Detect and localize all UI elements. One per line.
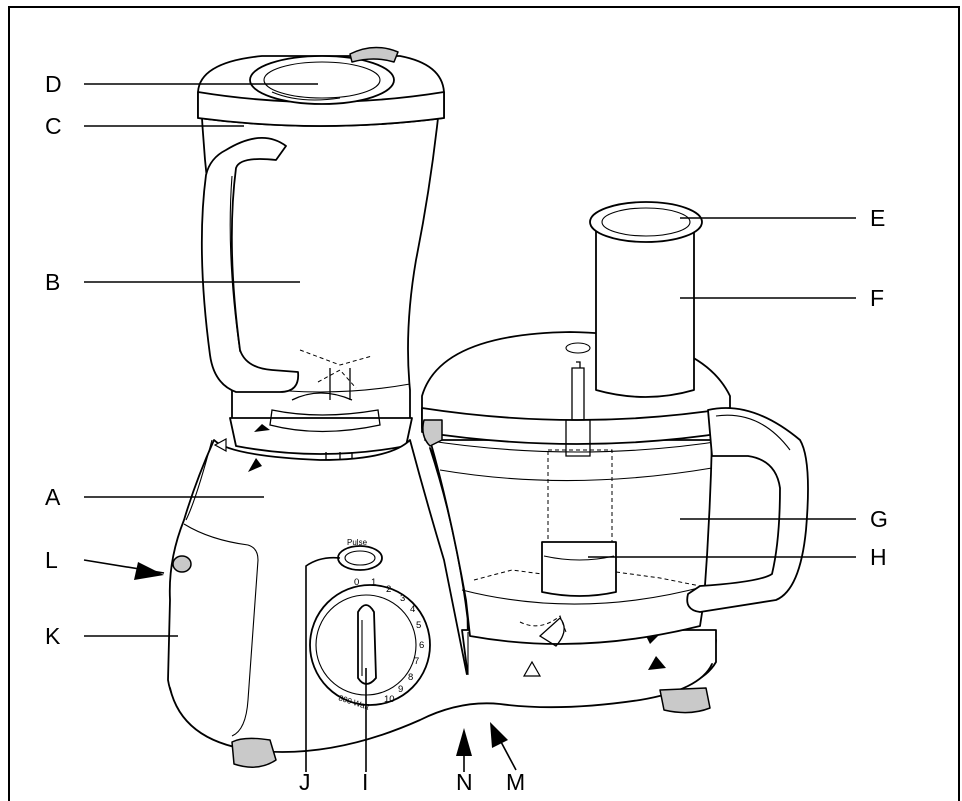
label-f: F (870, 285, 884, 311)
speed-dial: 0 1 2 3 4 5 6 7 8 9 10 800 Watt (309, 577, 431, 712)
leader-lines (83, 83, 856, 772)
speed-mark-4: 4 (410, 604, 415, 615)
label-c: C (45, 113, 62, 139)
pulse-text: Pulse (347, 538, 368, 547)
jug-lid (197, 46, 445, 127)
label-h: H (870, 544, 887, 570)
speed-mark-3: 3 (400, 593, 405, 604)
processor-bowl (421, 331, 809, 647)
label-j: J (299, 769, 311, 795)
label-n: N (456, 769, 473, 795)
label-g: G (870, 506, 888, 532)
speed-mark-9: 9 (398, 684, 403, 695)
blender-jug (200, 117, 439, 470)
label-b: B (45, 269, 60, 295)
feed-tube (589, 201, 703, 398)
speed-mark-6: 6 (419, 640, 424, 651)
label-i: I (362, 769, 368, 795)
label-k: K (45, 623, 61, 649)
border (8, 6, 960, 801)
speed-mark-0: 0 (354, 577, 359, 588)
label-l: L (45, 547, 58, 573)
speed-mark-8: 8 (408, 672, 413, 683)
label-e: E (870, 205, 885, 231)
label-d: D (45, 71, 62, 97)
speed-mark-7: 7 (414, 656, 419, 667)
label-m: M (506, 769, 525, 795)
speed-mark-1: 1 (371, 577, 376, 588)
speed-mark-5: 5 (416, 620, 421, 631)
speed-mark-10: 10 (384, 694, 395, 705)
speed-mark-2: 2 (386, 584, 391, 595)
label-a: A (45, 484, 61, 510)
